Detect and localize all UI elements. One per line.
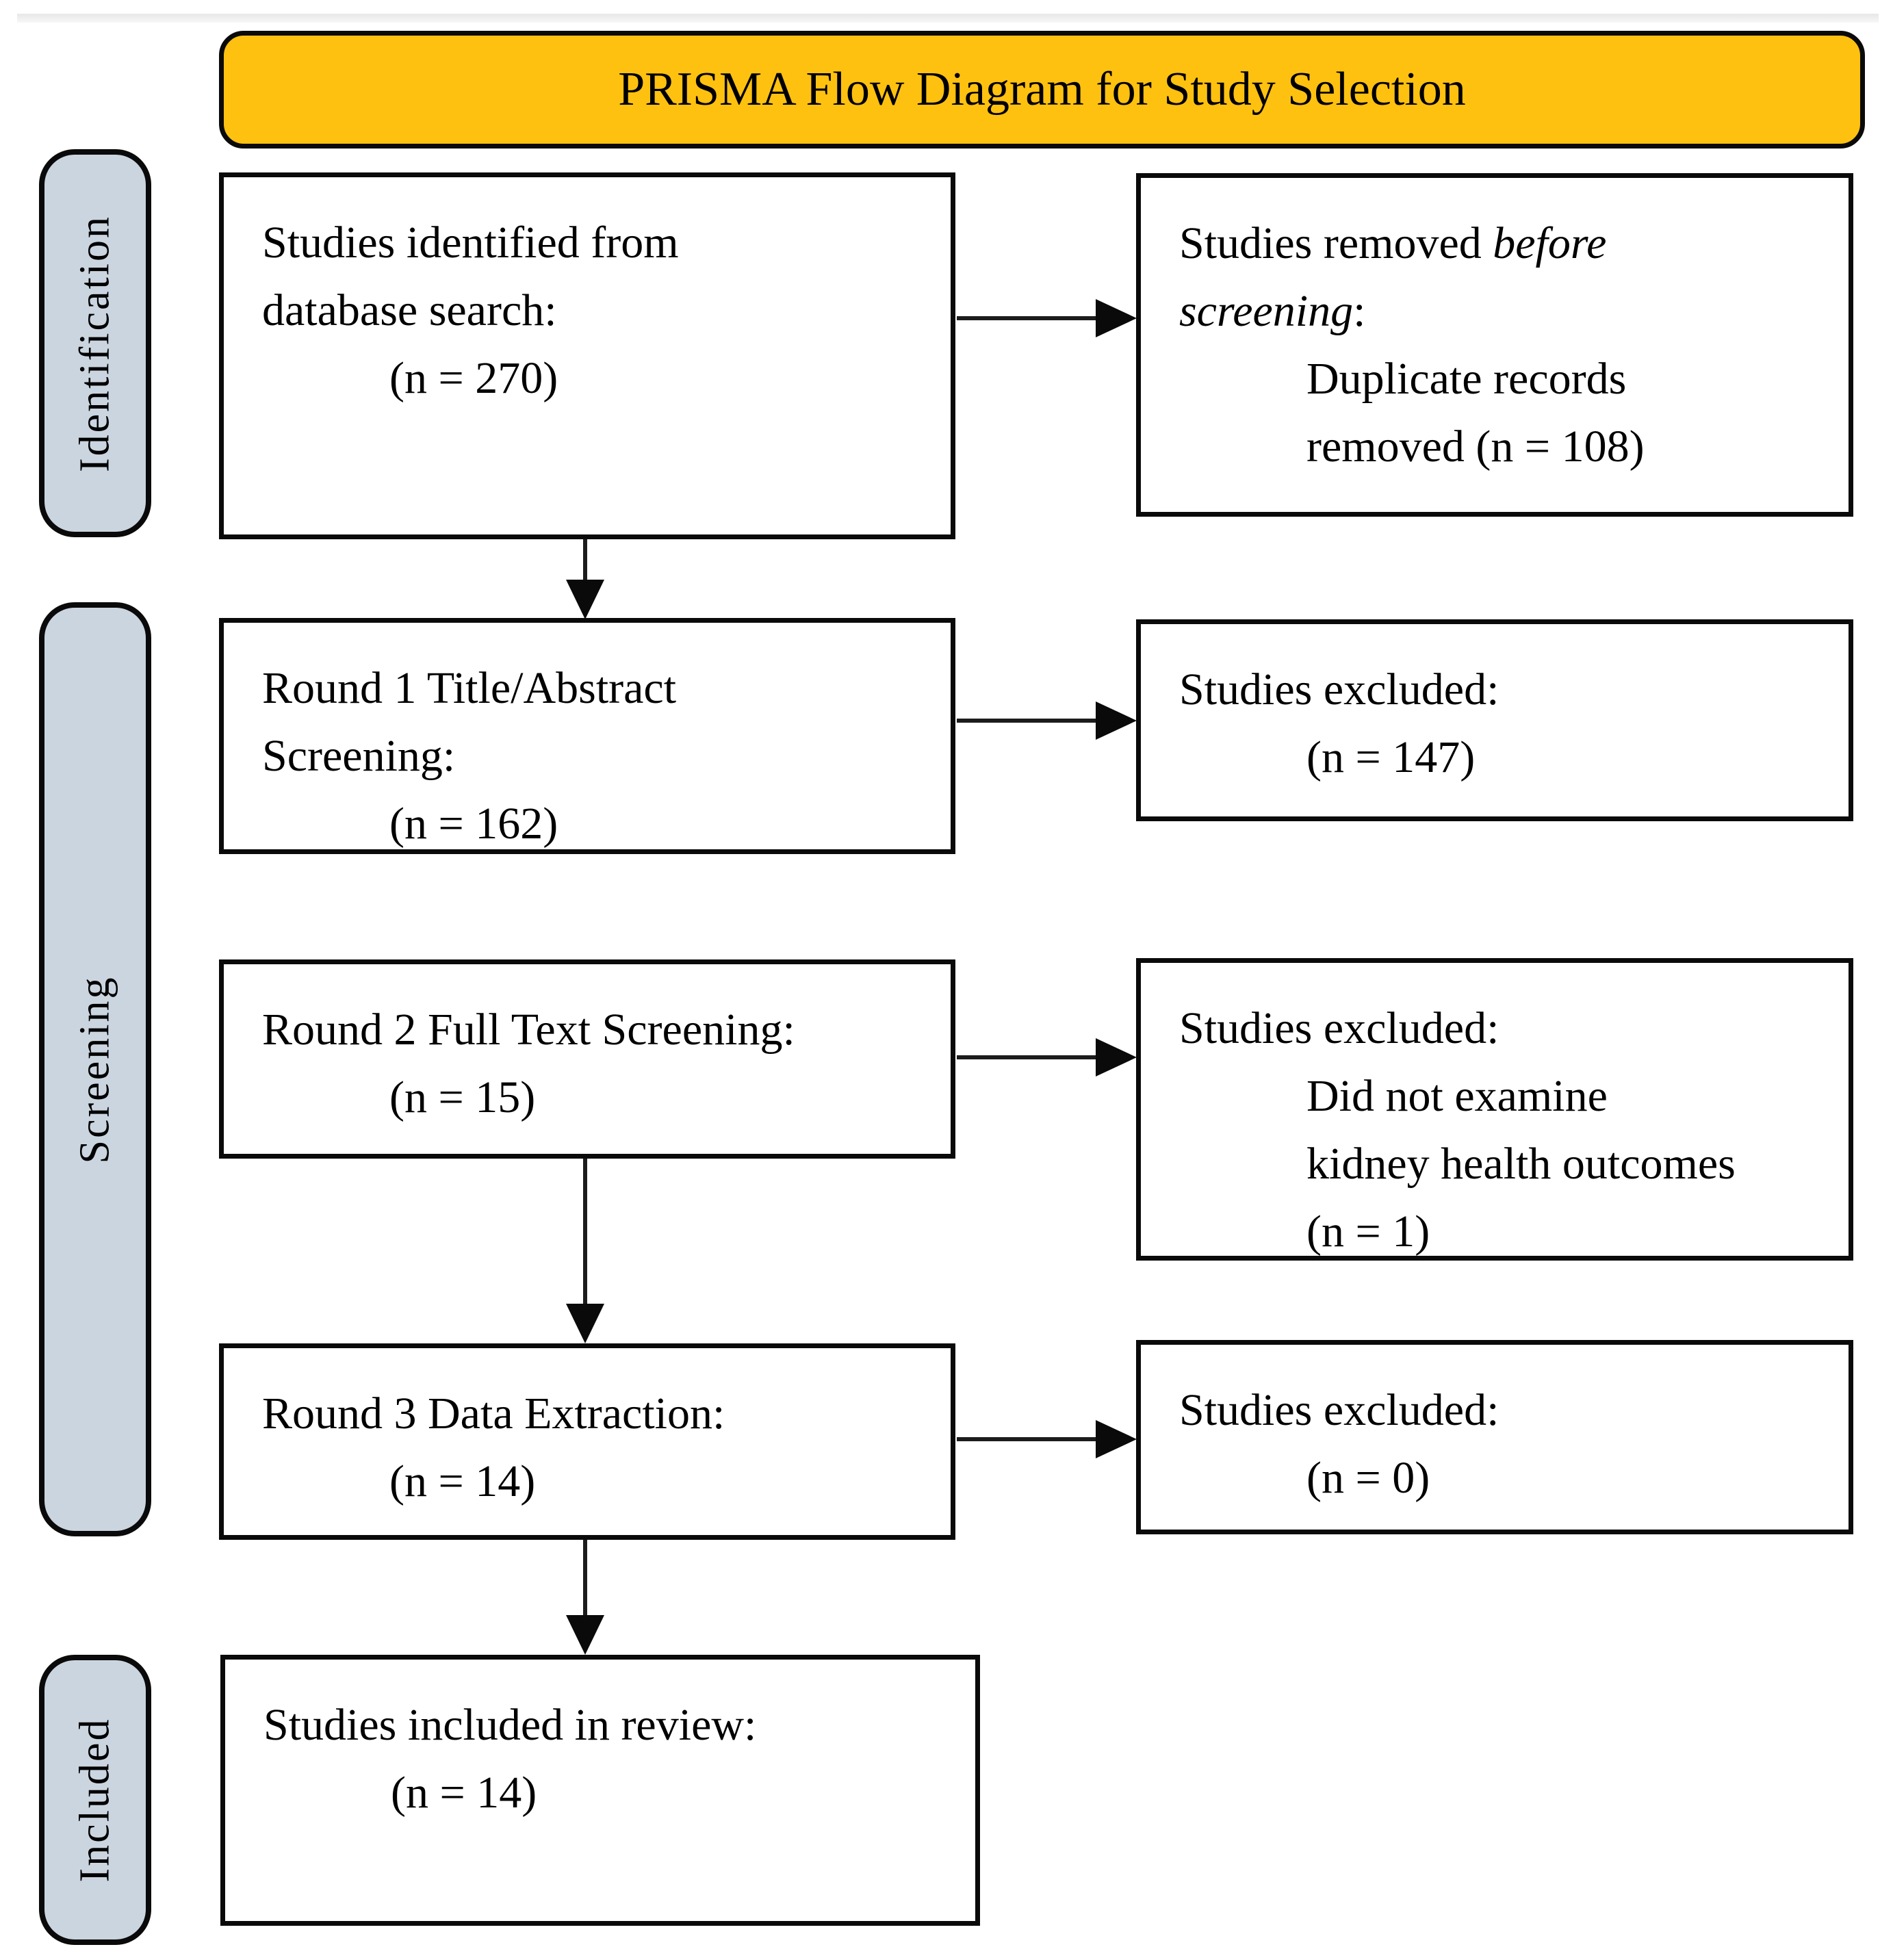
stage-label-included: Included [71, 1717, 118, 1883]
box-text-line: (n = 0) [1306, 1453, 1430, 1503]
arrow-head-identified-to-round1 [566, 580, 604, 619]
title-banner-label: PRISMA Flow Diagram for Study Selection [618, 63, 1466, 116]
box-text-line: (n = 147) [1306, 732, 1476, 782]
box-text-line: Round 3 Data Extraction: [262, 1389, 725, 1439]
box-studies-included: Studies included in review: (n = 14) [220, 1655, 980, 1926]
box-text-line: (n = 14) [389, 1456, 536, 1506]
arrow-line-round3-to-included [583, 1540, 587, 1616]
box-excluded-round1: Studies excluded: (n = 147) [1136, 619, 1853, 821]
box-text-line: (n = 1) [1306, 1207, 1430, 1256]
box-text-line: Studies removed before [1179, 218, 1607, 268]
box-text-line: Studies included in review: [263, 1700, 757, 1750]
arrow-head-round1-to-excluded [1096, 701, 1137, 740]
page-top-strip [17, 14, 1879, 23]
box-text-line: screening: [1179, 286, 1366, 336]
box-studies-identified: Studies identified from database search: (… [219, 172, 955, 539]
arrow-line-round2-to-excluded [957, 1055, 1098, 1059]
box-text-line: (n = 14) [391, 1768, 537, 1818]
arrow-line-round3-to-excluded [957, 1437, 1098, 1441]
box-text-line: (n = 270) [389, 353, 558, 403]
box-text-line: kidney health outcomes [1306, 1139, 1736, 1189]
arrow-head-round3-to-excluded [1096, 1420, 1137, 1458]
box-text-line: Round 1 Title/Abstract [262, 663, 677, 713]
box-text-line: Studies excluded: [1179, 665, 1499, 714]
arrow-head-round3-to-included [566, 1615, 604, 1655]
arrow-line-identified-to-removed [957, 316, 1098, 320]
box-excluded-round2: Studies excluded: Did not examine kidney h… [1136, 958, 1853, 1261]
arrow-head-identified-to-removed [1096, 299, 1137, 337]
stage-pill-screening: Screening [39, 602, 151, 1536]
stage-label-identification: Identification [71, 214, 118, 472]
box-text-line: Studies identified from [262, 218, 679, 268]
arrow-line-round1-to-excluded [957, 719, 1098, 723]
box-text-line: Studies excluded: [1179, 1003, 1499, 1053]
box-text-line: database search: [262, 285, 557, 335]
arrow-line-identified-to-round1 [583, 539, 587, 582]
arrow-line-round2-to-round3 [583, 1159, 587, 1305]
arrow-head-round2-to-round3 [566, 1304, 604, 1343]
stage-label-screening: Screening [71, 975, 118, 1163]
arrow-head-round2-to-excluded [1096, 1038, 1137, 1076]
box-text-line: Duplicate records [1306, 354, 1627, 404]
stage-pill-included: Included [39, 1655, 151, 1945]
box-round3-extraction: Round 3 Data Extraction: (n = 14) [219, 1343, 955, 1540]
box-text-line: Screening: [262, 731, 456, 781]
box-text-line: removed (n = 108) [1306, 422, 1645, 472]
box-excluded-round3: Studies excluded: (n = 0) [1136, 1340, 1853, 1534]
box-text-line: Did not examine [1306, 1071, 1608, 1121]
box-text-line: Studies excluded: [1179, 1385, 1499, 1435]
title-banner: PRISMA Flow Diagram for Study Selection [219, 31, 1865, 149]
box-text-line: (n = 162) [389, 799, 558, 849]
box-removed-before-screening: Studies removed before screening: Duplicat… [1136, 173, 1853, 517]
box-text-line: (n = 15) [389, 1072, 536, 1122]
box-text-line: Round 2 Full Text Screening: [262, 1005, 795, 1055]
box-round2-screening: Round 2 Full Text Screening: (n = 15) [219, 959, 955, 1159]
stage-pill-identification: Identification [39, 149, 151, 537]
